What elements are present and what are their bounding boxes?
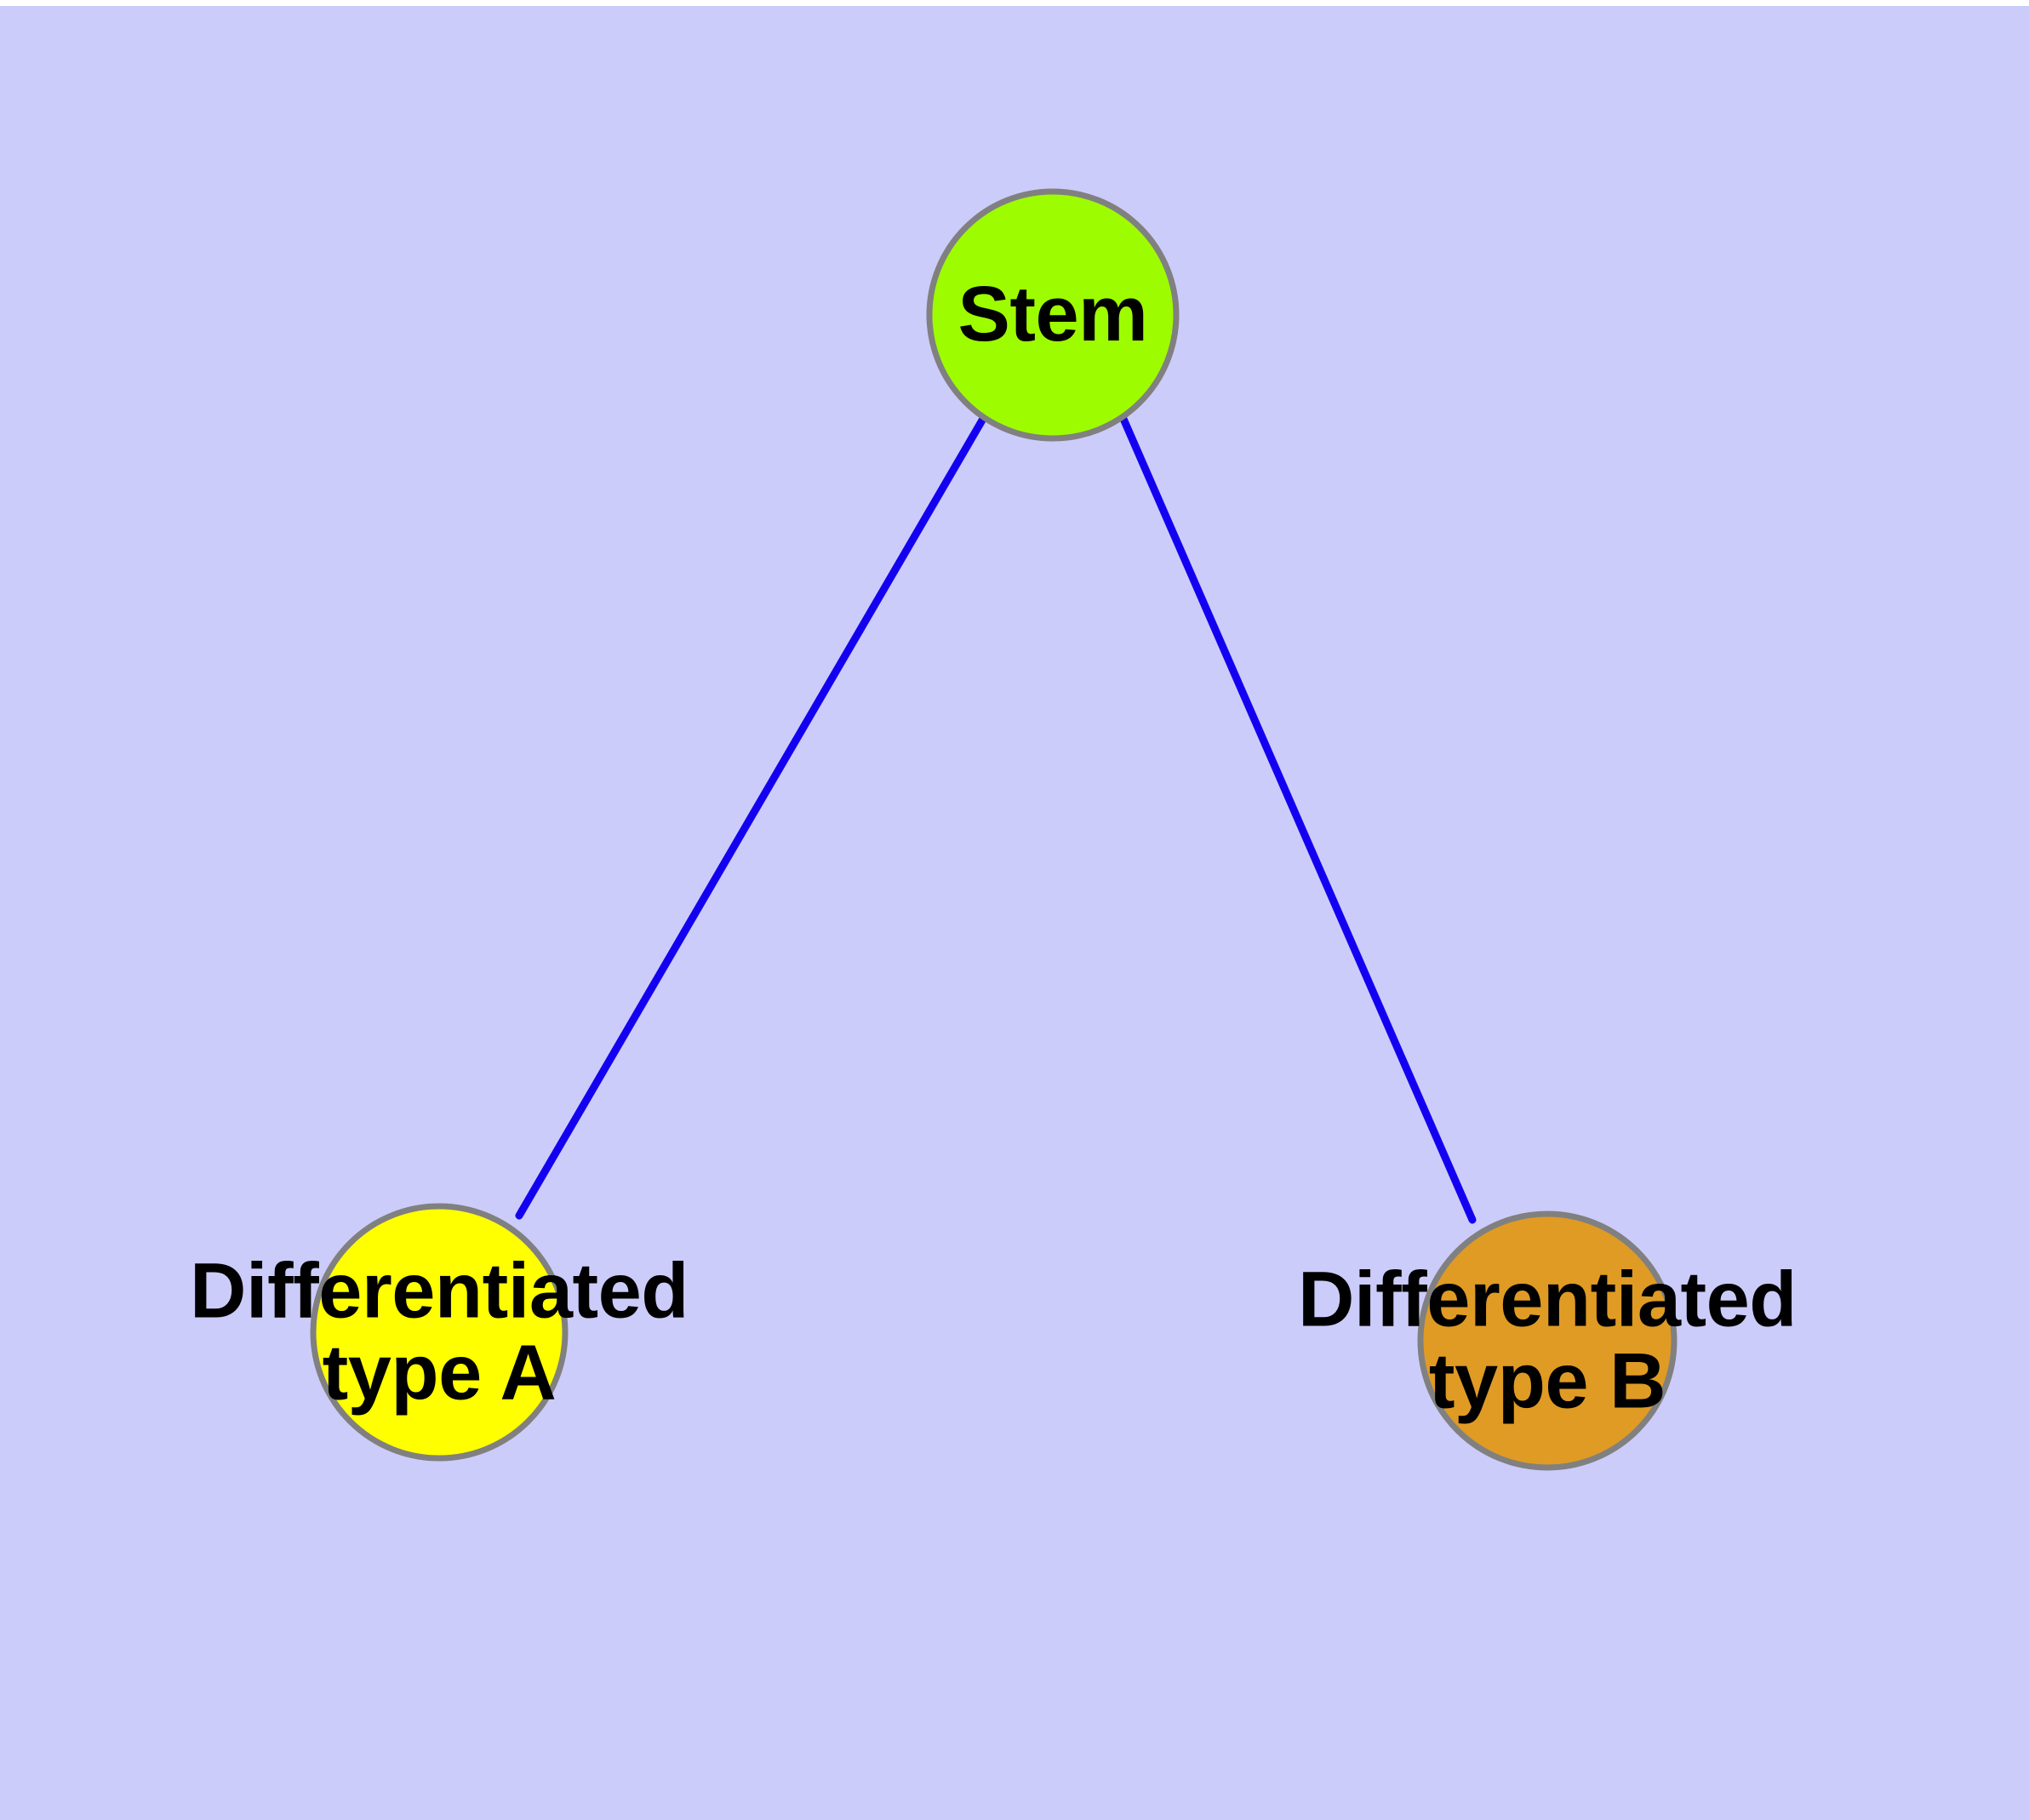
node-differentiated-type-a[interactable] (310, 1203, 569, 1462)
canvas-top-strip (0, 0, 2029, 6)
node-stem[interactable] (926, 188, 1180, 442)
node-differentiated-type-b[interactable] (1417, 1210, 1677, 1471)
edge-stem-to-diff-a[interactable] (515, 415, 987, 1220)
edge-stem-to-diff-b[interactable] (1119, 415, 1477, 1224)
